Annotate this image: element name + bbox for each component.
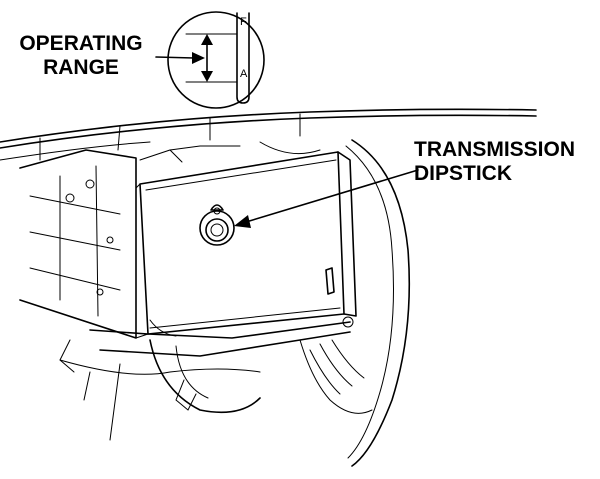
operating-range-label: OPERATING RANGE (6, 32, 156, 80)
tire (351, 139, 411, 467)
dipstick-gauge-inset: F A (167, 11, 265, 109)
operating-range-leader (155, 52, 205, 64)
access-panel (135, 151, 357, 339)
operating-range-label-line1: OPERATING (19, 32, 143, 55)
range-arrow-head-down (201, 71, 213, 82)
transmission-dipstick-label-line1: TRANSMISSION (414, 138, 576, 161)
dipstick-blade (236, 12, 250, 104)
operating-range-label-line2: RANGE (43, 56, 119, 79)
chassis-linework (0, 108, 537, 467)
range-arrow-head-up (201, 34, 213, 45)
dipstick-opening (199, 204, 235, 246)
full-mark-letter: F (240, 16, 247, 28)
panel-latch (325, 267, 335, 295)
transmission-dipstick-label-line2: DIPSTICK (414, 162, 513, 185)
transmission-dipstick-label: TRANSMISSION DIPSTICK (414, 138, 600, 186)
gauge-magnifier-circle (167, 11, 265, 109)
add-mark-letter: A (240, 68, 248, 80)
dipstick-leader (234, 169, 419, 228)
